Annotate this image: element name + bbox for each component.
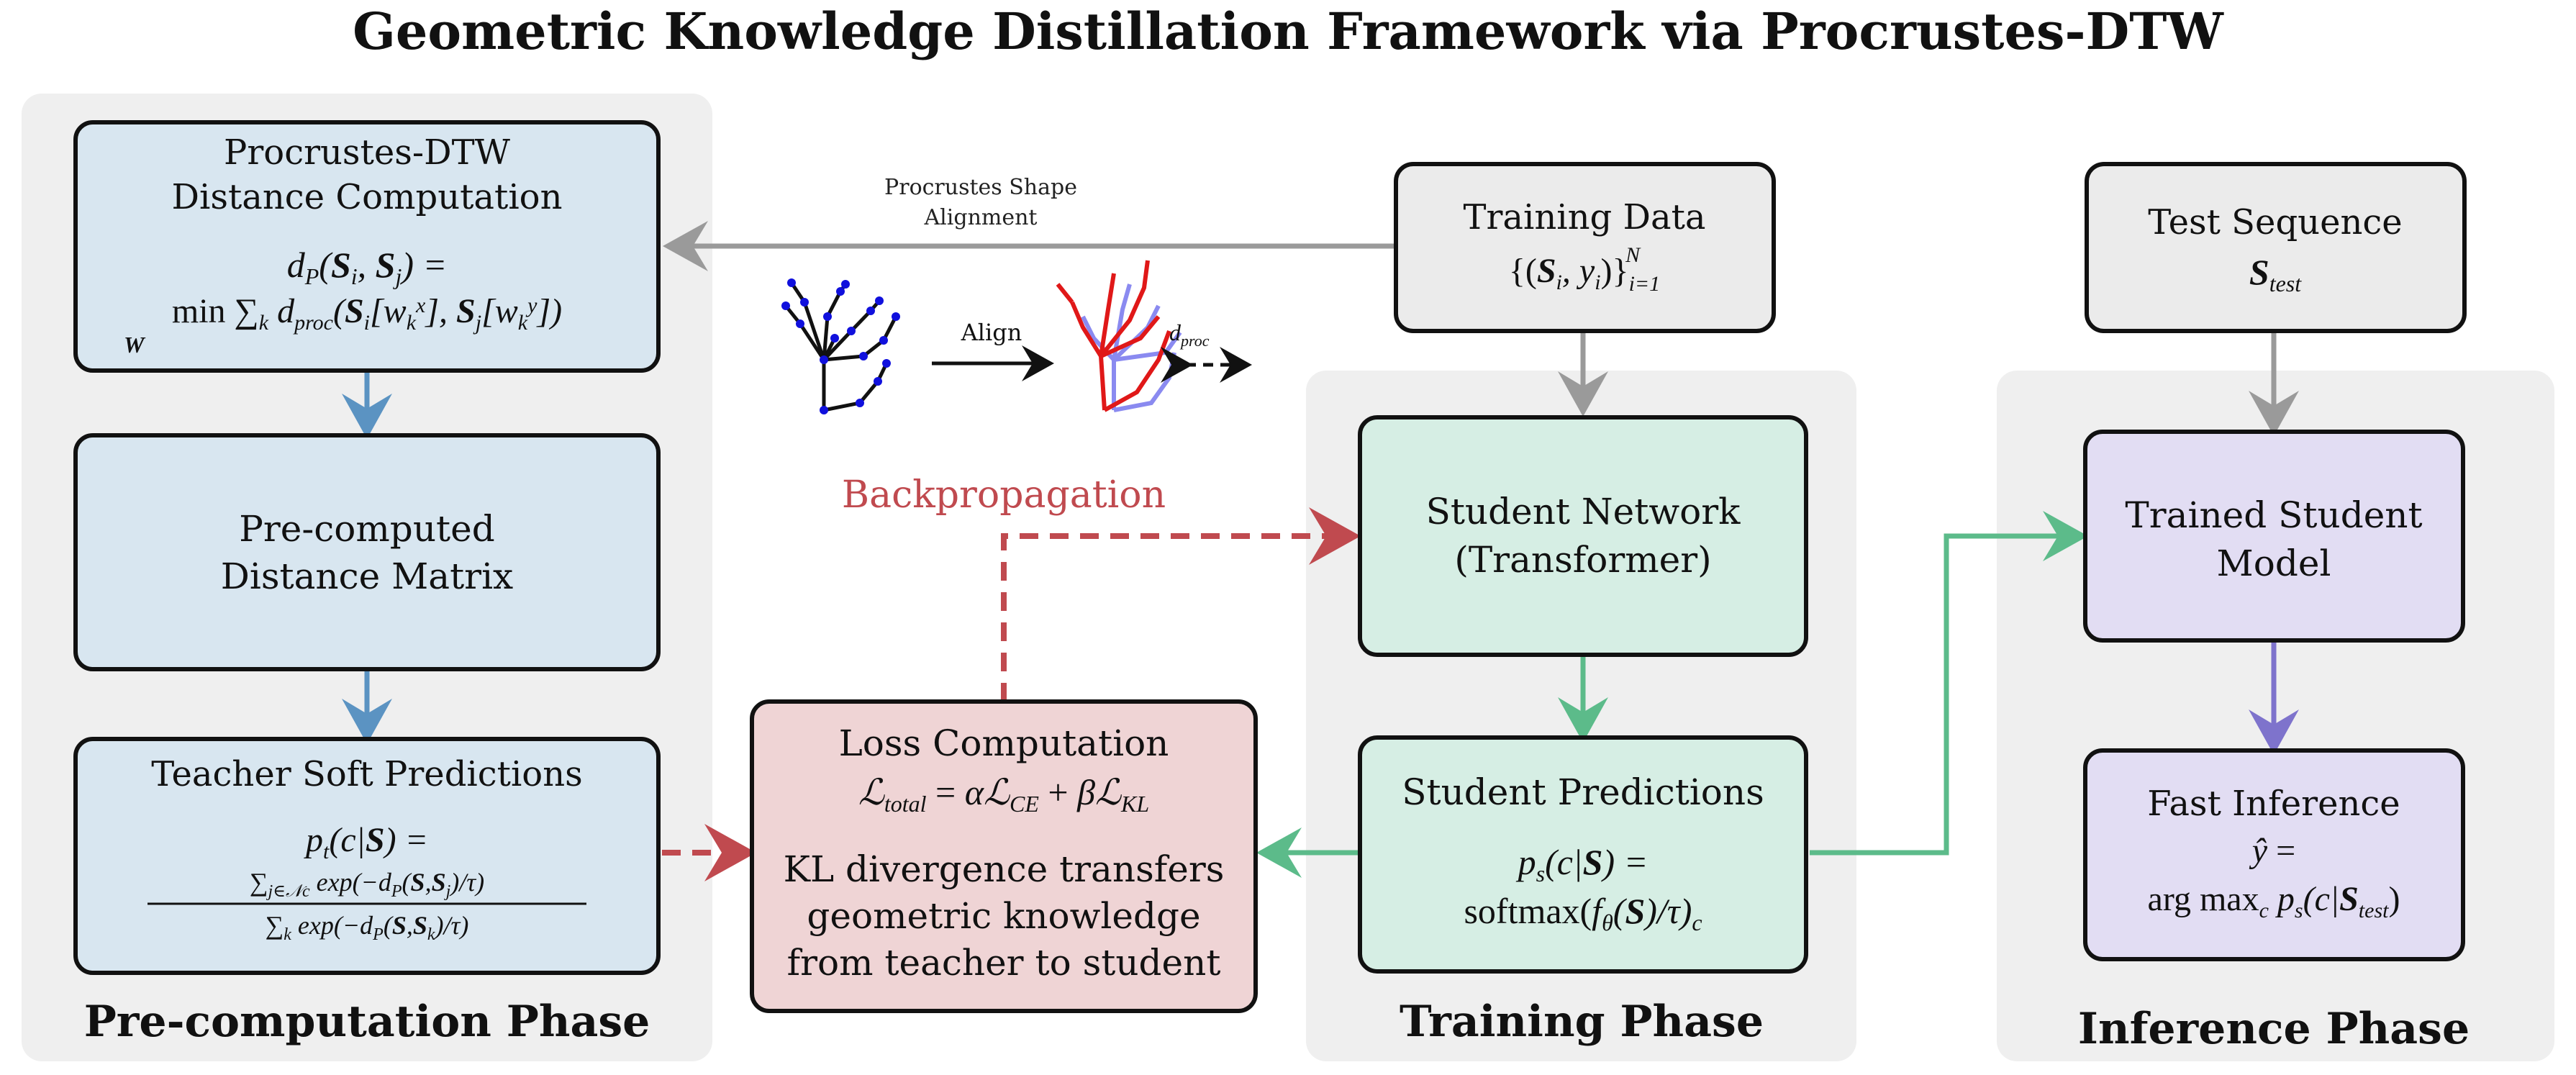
dtw-formula-2: min ∑k dproc(Si[wkx], Sj[wky]) [172, 292, 562, 335]
student-predictions-formula-1: ps(c|S) = [1516, 842, 1648, 886]
dtw-title-1: Procrustes-DTW [224, 132, 511, 173]
loss-desc-1: KL divergence transfers [784, 848, 1225, 890]
skeleton-joints [781, 278, 900, 414]
fast-inference-formula-1: ŷ = [2249, 832, 2295, 870]
fast-inference-node: Fast Inference ŷ = arg maxc ps(c|Stest) [2083, 748, 2465, 961]
loss-formula: ℒtotal = αℒCE + βℒKL [858, 772, 1149, 817]
teacher-predictions-node: Teacher Soft Predictions pt(c|S) = ∑j∈𝒩c… [73, 737, 661, 975]
teacher-formula-1: pt(c|S) = [304, 821, 428, 863]
fast-inference-formula-2: arg maxc ps(c|Stest) [2148, 880, 2400, 922]
arrow-predictions-to-trained-model [1810, 511, 2088, 856]
student-predictions-node: Student Predictions ps(c|S) = softmax(fθ… [1358, 735, 1808, 974]
matrix-title-2: Distance Matrix [221, 555, 514, 597]
training-data-node: Training Data {(Si, yi)}i=1N [1394, 162, 1776, 333]
teacher-formula-denominator: ∑k exp(−dP(S,Sk)/τ) [266, 911, 469, 944]
trained-model-title-1: Trained Student [2125, 494, 2422, 536]
procrustes-alignment-label-2: Alignment [924, 205, 1038, 230]
training-data-title: Training Data [1463, 197, 1705, 237]
training-data-formula: {(Si, yi)}i=1N [1509, 243, 1660, 296]
arrow-backpropagation [1001, 507, 1361, 702]
align-label: Align [961, 319, 1022, 346]
dtw-title-2: Distance Computation [172, 177, 563, 217]
loss-title: Loss Computation [839, 722, 1169, 764]
loss-computation-node: Loss Computation ℒtotal = αℒCE + βℒKL KL… [750, 699, 1258, 1013]
trained-model-title-2: Model [2217, 543, 2331, 584]
student-network-title-2: (Transformer) [1454, 539, 1711, 581]
student-predictions-formula-2: softmax(fθ(S)/τ)c [1464, 891, 1702, 935]
student-network-title-1: Student Network [1426, 491, 1741, 532]
teacher-title: Teacher Soft Predictions [151, 754, 583, 794]
dtw-min-subscript: W [124, 332, 146, 358]
dproc-label: dproc [1169, 319, 1210, 350]
inference-phase-label: Inference Phase [2078, 1004, 2470, 1054]
test-sequence-formula: Stest [2249, 252, 2302, 296]
precomputation-phase-label: Pre-computation Phase [84, 997, 650, 1047]
test-sequence-node: Test Sequence Stest [2085, 162, 2467, 333]
student-network-node: Student Network (Transformer) [1358, 415, 1808, 657]
fast-inference-title: Fast Inference [2147, 784, 2400, 824]
test-sequence-title: Test Sequence [2148, 202, 2402, 242]
matrix-title-1: Pre-computed [239, 508, 494, 550]
backpropagation-label: Backpropagation [842, 473, 1166, 517]
aligned-skeleton-icon [1056, 260, 1182, 412]
loss-desc-3: from teacher to student [787, 942, 1221, 984]
procrustes-alignment-label-1: Procrustes Shape [884, 175, 1077, 200]
student-predictions-title: Student Predictions [1402, 771, 1764, 813]
procrustes-dtw-node: Procrustes-DTW Distance Computation dP(S… [73, 120, 661, 373]
diagram-title: Geometric Knowledge Distillation Framewo… [353, 1, 2224, 61]
training-phase-label: Training Phase [1400, 997, 1764, 1047]
distance-matrix-node: Pre-computed Distance Matrix [73, 433, 661, 671]
trained-model-node: Trained Student Model [2083, 430, 2465, 643]
loss-desc-2: geometric knowledge [807, 895, 1200, 937]
